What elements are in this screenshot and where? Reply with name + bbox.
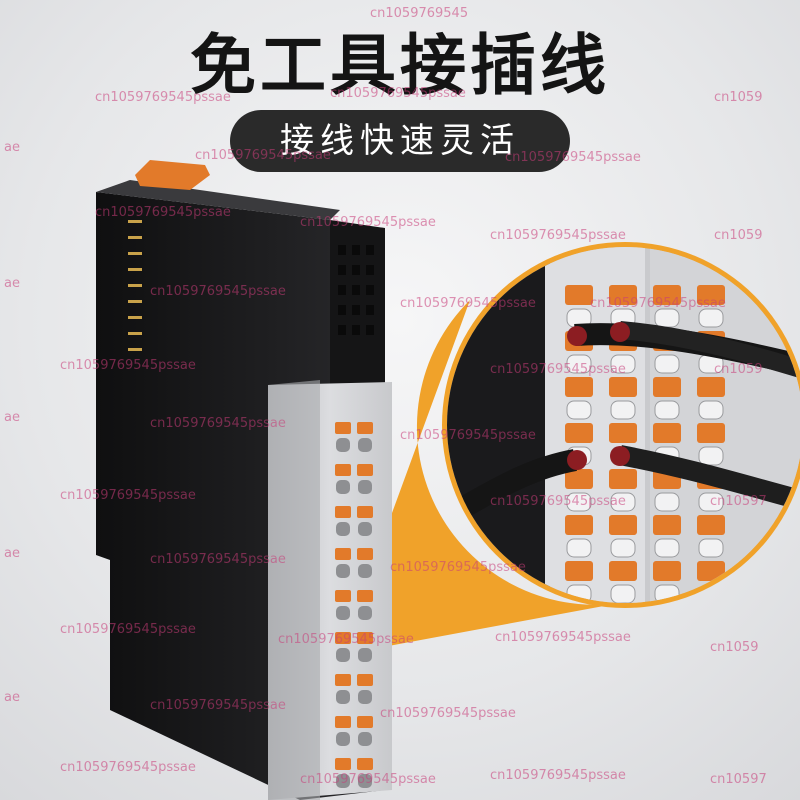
orange-release-tab bbox=[335, 590, 351, 602]
orange-release-tab bbox=[697, 561, 725, 581]
orange-release-tab bbox=[335, 548, 351, 560]
orange-release-tab bbox=[335, 464, 351, 476]
orange-release-tab bbox=[357, 464, 373, 476]
wire-entry-hole bbox=[336, 648, 350, 662]
wire-entry-hole bbox=[610, 584, 636, 603]
wire-entry-hole bbox=[358, 606, 372, 620]
orange-release-tab bbox=[653, 561, 681, 581]
wire-entry-hole bbox=[566, 538, 592, 558]
wire-entry-hole bbox=[358, 564, 372, 578]
orange-release-tab bbox=[653, 285, 681, 305]
orange-release-tab bbox=[653, 515, 681, 535]
orange-release-tab bbox=[357, 548, 373, 560]
release-latch bbox=[135, 160, 210, 190]
zoom-lens bbox=[442, 242, 800, 608]
wire-entry-hole bbox=[358, 648, 372, 662]
orange-release-tab bbox=[609, 377, 637, 397]
orange-release-tab bbox=[357, 758, 373, 770]
wire-entry-hole bbox=[610, 538, 636, 558]
orange-release-tab bbox=[697, 423, 725, 443]
orange-release-tab bbox=[335, 506, 351, 518]
orange-release-tab bbox=[335, 422, 351, 434]
wire-entry-hole bbox=[566, 400, 592, 420]
orange-release-tab bbox=[357, 422, 373, 434]
wire-entry-hole bbox=[358, 438, 372, 452]
wire-entry-hole bbox=[358, 774, 372, 788]
orange-release-tab bbox=[565, 515, 593, 535]
wire-entry-hole bbox=[698, 446, 724, 466]
cable-upper-2 bbox=[619, 321, 800, 384]
wire-entry-hole bbox=[336, 774, 350, 788]
orange-release-tab bbox=[335, 716, 351, 728]
wire-entry-hole bbox=[358, 522, 372, 536]
wire-entry-hole bbox=[566, 354, 592, 374]
orange-release-tab bbox=[653, 423, 681, 443]
wire-entry-hole bbox=[698, 538, 724, 558]
wire-entry-hole bbox=[336, 606, 350, 620]
orange-release-tab bbox=[697, 285, 725, 305]
orange-release-tab bbox=[357, 716, 373, 728]
vent-grid bbox=[338, 245, 374, 335]
gold-contacts bbox=[128, 220, 142, 351]
orange-release-tab bbox=[357, 632, 373, 644]
wire-entry-hole bbox=[654, 354, 680, 374]
orange-release-tab bbox=[609, 285, 637, 305]
wire-entry-hole bbox=[654, 538, 680, 558]
zoom-funnel bbox=[340, 300, 620, 655]
orange-release-tab bbox=[565, 285, 593, 305]
wire-entry-hole bbox=[336, 480, 350, 494]
wire-entry-hole bbox=[610, 400, 636, 420]
wire-entry-hole bbox=[698, 308, 724, 328]
orange-release-tab bbox=[609, 561, 637, 581]
wire-entry-hole bbox=[654, 492, 680, 512]
orange-release-tab bbox=[357, 506, 373, 518]
orange-release-tab bbox=[565, 423, 593, 443]
wire-entry-hole bbox=[698, 492, 724, 512]
orange-release-tab bbox=[335, 632, 351, 644]
wire-entry-hole bbox=[610, 354, 636, 374]
wire-entry-hole bbox=[654, 400, 680, 420]
wire-entry-hole bbox=[336, 690, 350, 704]
orange-release-tab bbox=[565, 561, 593, 581]
orange-release-tab bbox=[357, 590, 373, 602]
wire-entry-hole bbox=[336, 438, 350, 452]
wire-entry-hole bbox=[358, 480, 372, 494]
orange-release-tab bbox=[565, 377, 593, 397]
wire-entry-hole bbox=[610, 492, 636, 512]
subtitle-pill: 接线快速灵活 bbox=[230, 110, 570, 172]
wire-entry-hole bbox=[358, 732, 372, 746]
wire-entry-hole bbox=[566, 492, 592, 512]
subtitle-text: 接线快速灵活 bbox=[280, 121, 520, 161]
wire-entry-hole bbox=[698, 400, 724, 420]
wire-entry-hole bbox=[336, 732, 350, 746]
headline: 免工具接插线 bbox=[190, 27, 610, 104]
orange-release-tab bbox=[697, 515, 725, 535]
orange-release-tab bbox=[609, 469, 637, 489]
wire-entry-hole bbox=[336, 564, 350, 578]
terminal-block bbox=[268, 380, 392, 800]
module-right-face bbox=[330, 220, 385, 385]
orange-release-tab bbox=[653, 377, 681, 397]
wire-entry-hole bbox=[654, 308, 680, 328]
orange-release-tab bbox=[357, 674, 373, 686]
orange-release-tab bbox=[565, 469, 593, 489]
wire-entry-hole bbox=[358, 690, 372, 704]
orange-release-tab bbox=[335, 758, 351, 770]
orange-release-tab bbox=[609, 423, 637, 443]
orange-release-tab bbox=[697, 377, 725, 397]
module-top-face bbox=[96, 180, 340, 220]
wire-entry-hole bbox=[336, 522, 350, 536]
orange-release-tab bbox=[335, 674, 351, 686]
orange-release-tab bbox=[609, 515, 637, 535]
